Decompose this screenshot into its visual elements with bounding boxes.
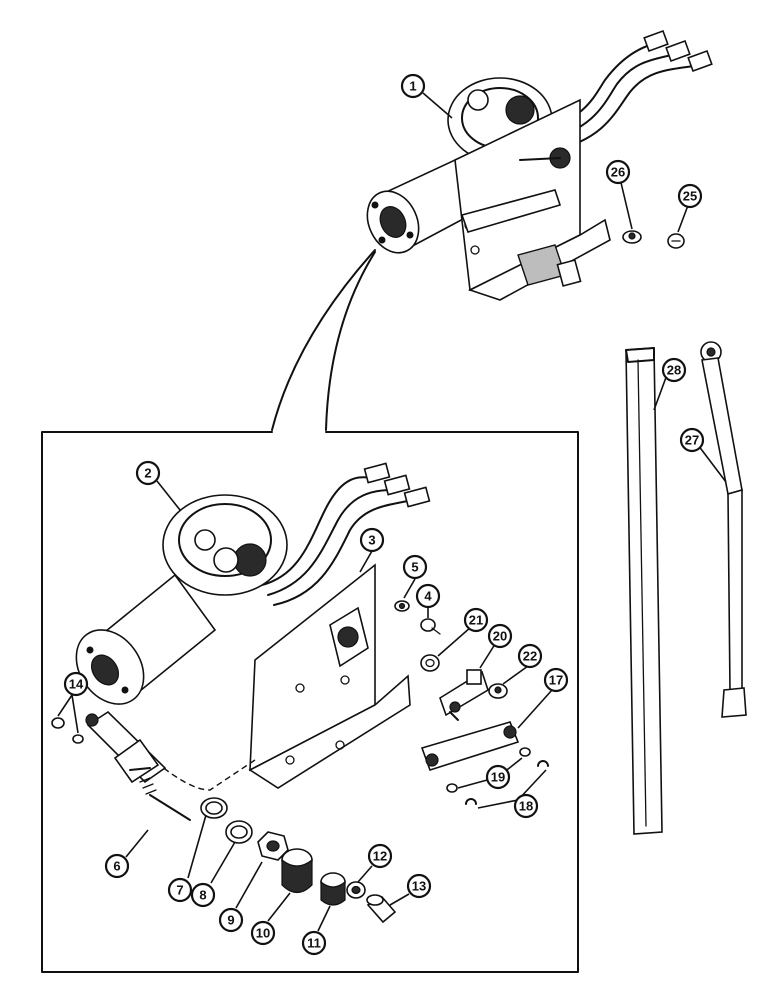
callout-4: 4: [415, 583, 441, 609]
screw-4: [420, 618, 441, 635]
callout-4-label: 4: [424, 589, 432, 604]
wiper-motor-assembly: [366, 29, 713, 301]
callout-7-label: 7: [176, 883, 183, 898]
callout-7: 7: [167, 877, 193, 903]
callouts: 1 2 3 4 5 6 7 8 9 10 11 12 13 14 17 18 1…: [57, 73, 727, 956]
pivot-shaft-6: [85, 710, 256, 821]
callout-19-label: 19: [491, 770, 505, 785]
callout-21-label: 21: [469, 613, 483, 628]
callout-10: 10: [250, 920, 276, 946]
cap-13: [366, 894, 397, 924]
callout-14-label: 14: [69, 677, 84, 692]
callout-20-label: 20: [493, 629, 507, 644]
callout-27-label: 27: [685, 433, 699, 448]
callout-6: 6: [104, 853, 130, 879]
callout-3-label: 3: [368, 533, 375, 548]
detail-pointer-line-left: [271, 249, 376, 431]
callout-20: 20: [487, 623, 513, 649]
washer-19: [446, 747, 531, 793]
callout-28-label: 28: [667, 363, 681, 378]
callout-2: 2: [135, 460, 161, 486]
link-17: [420, 721, 520, 771]
mounting-bracket-top: [454, 98, 611, 301]
callout-9: 9: [218, 907, 244, 933]
callout-12: 12: [367, 843, 393, 869]
callout-17: 17: [543, 667, 569, 693]
callout-2-label: 2: [144, 466, 151, 481]
callout-11-label: 11: [307, 936, 321, 951]
wiper-arm-27: [700, 341, 747, 718]
callout-12-label: 12: [373, 849, 387, 864]
nut-26: [622, 230, 642, 244]
nut-washer-14: [51, 717, 84, 744]
bushing-10: [281, 848, 313, 894]
callout-22-label: 22: [523, 649, 537, 664]
seal-7: [200, 797, 228, 819]
callout-11: 11: [301, 930, 327, 956]
wiper-blade-28: [625, 347, 663, 835]
callout-5: 5: [402, 554, 428, 580]
callout-25-label: 25: [683, 189, 697, 204]
callout-5-label: 5: [411, 560, 418, 575]
callout-13-label: 13: [412, 879, 426, 894]
callout-17-label: 17: [549, 673, 563, 688]
callout-28: 28: [661, 357, 687, 383]
crank-arm-20: [439, 669, 489, 721]
screw-25: [667, 233, 685, 249]
clip-18: [465, 760, 549, 805]
nut-5: [394, 600, 410, 612]
callout-1: 1: [400, 73, 426, 99]
motor-detail: [75, 462, 431, 705]
callout-9-label: 9: [227, 913, 234, 928]
callout-26-label: 26: [611, 165, 625, 180]
washer-12: [346, 881, 366, 899]
callout-27: 27: [679, 427, 705, 453]
callout-26: 26: [605, 159, 631, 185]
callout-18: 18: [513, 793, 539, 819]
callout-19: 19: [485, 764, 511, 790]
callout-3: 3: [359, 527, 385, 553]
callout-21: 21: [463, 607, 489, 633]
detail-frame: [41, 431, 579, 973]
washer-8: [225, 820, 253, 844]
callout-22: 22: [517, 643, 543, 669]
nut-22: [488, 683, 508, 699]
callout-14: 14: [63, 671, 89, 697]
callout-1-label: 1: [409, 79, 416, 94]
nut-9: [257, 831, 289, 861]
detail-pointer-line-right: [325, 251, 376, 431]
bracket-detail: [248, 563, 411, 789]
callout-8-label: 8: [199, 888, 206, 903]
callout-10-label: 10: [256, 926, 270, 941]
washer-21: [420, 654, 440, 672]
knurled-nut-11: [320, 872, 346, 906]
callout-6-label: 6: [113, 859, 120, 874]
callout-13: 13: [406, 873, 432, 899]
callout-25: 25: [677, 183, 703, 209]
callout-18-label: 18: [519, 799, 533, 814]
motor-can-top: [366, 158, 482, 254]
callout-8: 8: [190, 882, 216, 908]
